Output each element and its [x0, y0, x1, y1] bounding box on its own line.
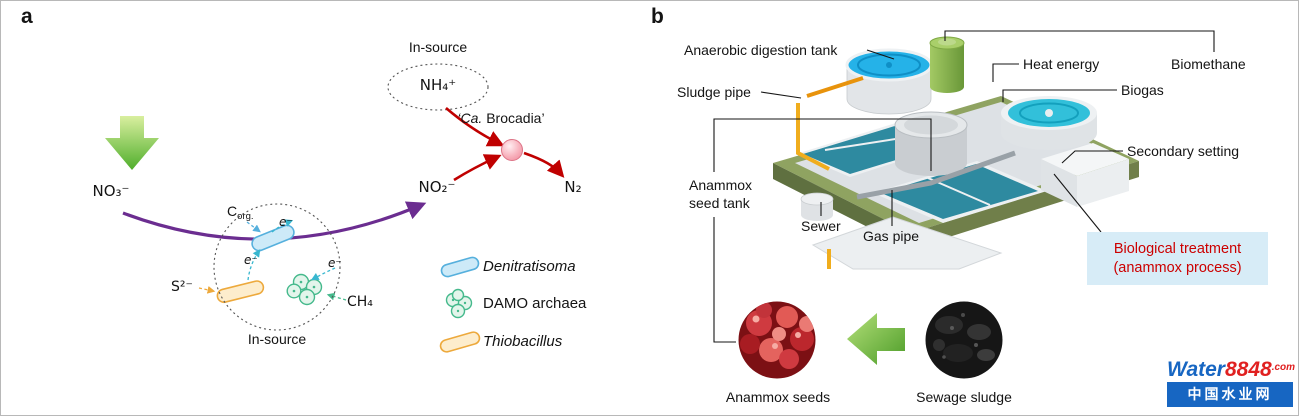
in-source-consortium	[198, 203, 347, 331]
biogas-tank-3d	[929, 36, 965, 93]
caption-sewage-sludge: Sewage sludge	[916, 389, 1012, 405]
c-org-main: C	[227, 203, 238, 219]
c-org-label: Corg.	[227, 203, 254, 225]
legend-damo-label: DAMO archaea	[483, 295, 587, 312]
line-biological-treatment	[1053, 173, 1102, 233]
callout-lines	[713, 30, 1215, 343]
ca-brocadia-cell-icon	[501, 139, 523, 161]
in-source-top-label: In-source	[408, 39, 468, 55]
electron-transfer-arrows	[198, 219, 347, 301]
plant-pipes	[796, 76, 1016, 269]
line-biogas	[1002, 89, 1117, 102]
line-sludge-pipe	[760, 91, 802, 99]
seeding-arrow-icon	[847, 313, 905, 365]
callout-anammox-seed-tank: Anammox seed tank	[689, 177, 753, 211]
small-tank-3d	[800, 192, 834, 221]
callout-gas-pipe: Gas pipe	[863, 228, 920, 244]
brocadia-name: Brocadia’	[482, 110, 545, 126]
secondary-clarifier-3d	[1001, 96, 1097, 150]
electron-label-1: e⁻	[279, 215, 293, 229]
damo-archaea-cluster	[286, 273, 323, 306]
line-anaerobic-digestion	[866, 49, 895, 60]
damo-legend-icon	[445, 288, 473, 319]
electron-label-3: e⁻	[328, 256, 342, 270]
legend-denitratisoma-label: Denitratisoma	[483, 258, 576, 275]
line-anammox-seed-tank-top	[713, 118, 932, 172]
treatment-plant	[773, 36, 1139, 270]
watermark-subtitle: 中国水业网	[1167, 382, 1293, 407]
watermark-brand-tld: .com	[1271, 362, 1296, 373]
line-secondary-setting	[1061, 150, 1123, 164]
no3-label: NO₃⁻	[92, 182, 130, 200]
anammox-seeds-photo	[738, 301, 816, 379]
in-source-dotted-circle	[213, 203, 341, 331]
thiobacillus-cell	[216, 280, 265, 304]
panel-b-label: b	[651, 5, 664, 28]
callout-heat-energy: Heat energy	[1023, 56, 1100, 72]
nh4-source-outline	[387, 63, 489, 111]
callout-sewer: Sewer	[801, 218, 841, 234]
callout-anaerobic-digestion-tank: Anaerobic digestion tank	[684, 42, 838, 58]
callout-biomethane: Biomethane	[1171, 56, 1246, 72]
no2-label: NO₂⁻	[418, 178, 456, 196]
watermark-brand: Water8848.com	[1167, 356, 1296, 381]
s2-label: S²⁻	[171, 279, 193, 295]
legend-thiobacillus-label: Thiobacillus	[483, 333, 563, 350]
green-down-arrow-icon	[105, 116, 159, 170]
anaerobic-digestion-tank-3d	[845, 48, 933, 115]
anammox-reaction-arrows	[445, 107, 565, 182]
panel-a-label: a	[21, 5, 33, 28]
callout-sludge-pipe: Sludge pipe	[677, 84, 751, 100]
denitratisoma-legend-icon	[440, 256, 480, 278]
callout-biogas: Biogas	[1121, 82, 1164, 98]
callout-secondary-setting: Secondary setting	[1127, 143, 1240, 159]
watermark-brand-red: 8848	[1224, 358, 1272, 381]
n2-label: N₂	[564, 178, 582, 196]
caption-anammox-seeds: Anammox seeds	[725, 389, 831, 405]
watermark-logo: Water8848.com 中国水业网	[1167, 356, 1296, 407]
front-apron	[811, 216, 1003, 270]
ch4-label: CH₄	[347, 294, 373, 310]
ca-brocadia-label: ‘Ca. Brocadia’	[457, 110, 544, 126]
sewage-sludge-photo	[925, 301, 1003, 379]
electron-label-2: e⁻	[244, 253, 258, 267]
denitratisoma-cell	[251, 224, 295, 252]
in-source-bottom-label: In-source	[247, 331, 307, 347]
thiobacillus-legend-icon	[439, 331, 481, 353]
watermark-brand-blue: Water	[1167, 358, 1225, 381]
line-anammox-seed-tank-bottom	[713, 217, 736, 343]
ca-abbrev: ‘Ca.	[457, 110, 483, 126]
nh4-label: NH₄⁺	[419, 76, 457, 94]
line-heat-energy	[992, 63, 1019, 82]
c-org-sub: org.	[237, 211, 254, 222]
line-biomethane	[944, 30, 1215, 52]
biological-treatment-box: Biological treatment (anammox process)	[1087, 232, 1268, 285]
